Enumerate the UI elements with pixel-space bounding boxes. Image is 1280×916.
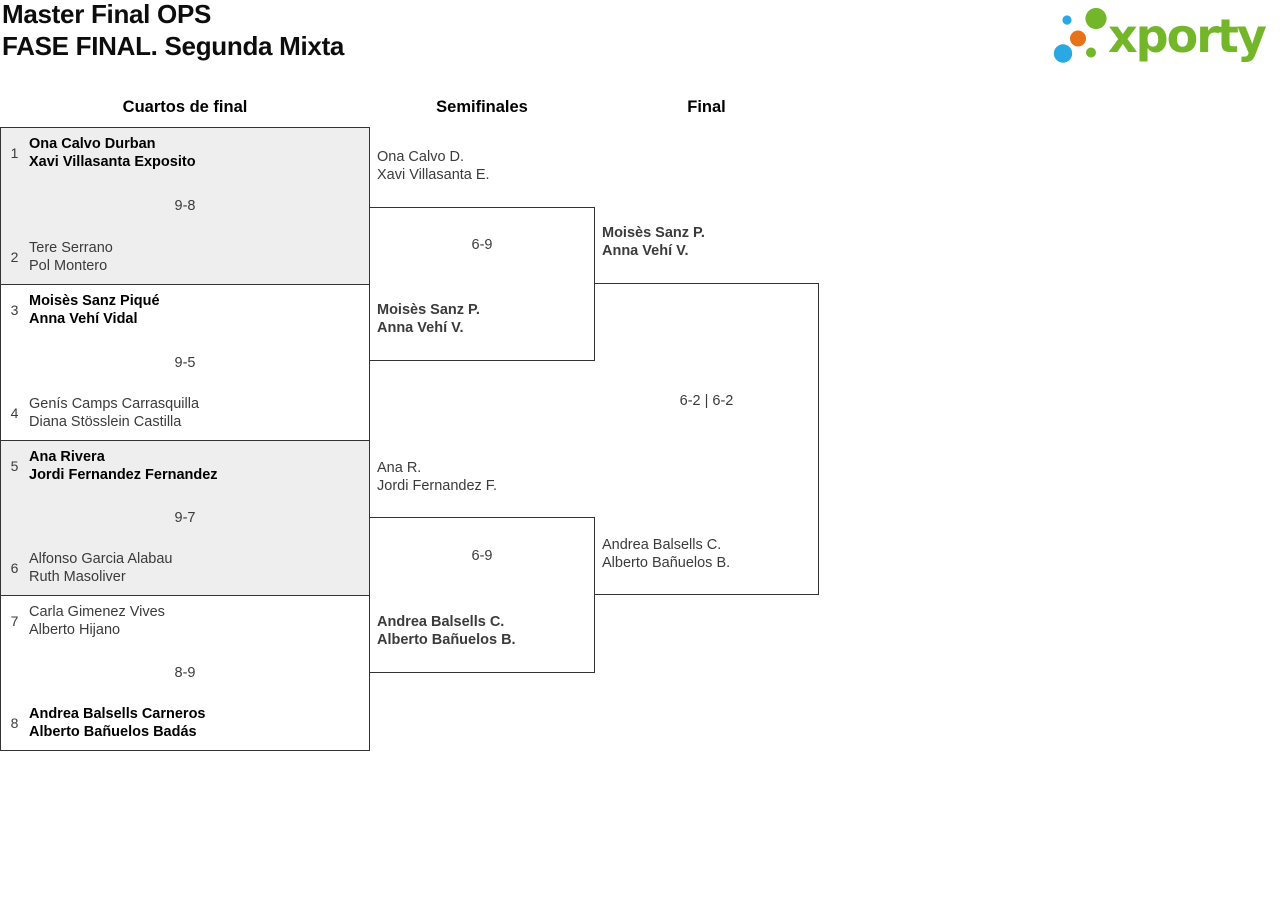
seed-number: 7 [10,613,19,629]
qf-match-1: 1 Ona Calvo Durban Xavi Villasanta Expos… [0,127,370,285]
page-title: Master Final OPS [2,0,212,29]
pair-names: Moisès Sanz Piqué Anna Vehí Vidal [29,292,363,328]
pair-names: Carla Gimenez Vives Alberto Hijano [29,603,363,639]
player-name: Alfonso Garcia Alabau [29,551,173,567]
player-name: Andrea Balsells Carneros [29,706,206,722]
logo-dot-blue-small [1062,15,1072,25]
logo-dot-orange [1070,30,1086,47]
qf-match-2: 3 Moisès Sanz Piqué Anna Vehí Vidal 9-5 … [0,284,370,441]
seed-number: 6 [10,560,19,576]
player-name: Moisès Sanz P. [377,302,480,318]
pair-names: Ana Rivera Jordi Fernandez Fernandez [29,448,363,484]
match-score: 9-7 [174,510,196,526]
pair-names: Alfonso Garcia Alabau Ruth Masoliver [29,550,363,586]
pair-names: Moisès Sanz P. Anna Vehí V. [602,224,705,260]
player-name: Xavi Villasanta Exposito [29,154,196,170]
player-name: Jordi Fernandez Fernandez [29,467,218,483]
match-score: 6-2 | 6-2 [679,393,734,409]
pair-names: Tere Serrano Pol Montero [29,239,363,275]
player-name: Anna Vehí Vidal [29,311,138,327]
pair-names: Andrea Balsells Carneros Alberto Bañuelo… [29,705,363,741]
pair-names: Andrea Balsells C. Alberto Bañuelos B. [377,613,516,649]
match-score: 6-9 [471,237,493,253]
seed-number: 1 [10,145,19,161]
player-name: Ana Rivera [29,449,105,465]
player-name: Moisès Sanz P. [602,225,705,241]
logo-wordmark: xporty [1108,9,1267,63]
pair-names: Ona Calvo Durban Xavi Villasanta Exposit… [29,135,363,171]
logo-dot-green-large [1085,7,1107,30]
final-connector-right-line [818,283,819,595]
player-name: Genís Camps Carrasquilla [29,396,200,412]
match-score: 9-5 [174,354,196,371]
player-name: Ona Calvo Durban [29,136,156,152]
match-score: 6-9 [471,548,493,564]
player-name: Ona Calvo D. [377,149,465,165]
player-name: Andrea Balsells C. [602,537,722,553]
seed-number: 2 [10,249,19,265]
xporty-logo: xporty [1053,7,1269,63]
player-name: Pol Montero [29,258,108,274]
final-connector-top-line [594,283,819,284]
player-name: Diana Stösslein Castilla [29,414,182,430]
player-name: Ana R. [377,460,422,476]
player-name: Anna Vehí V. [377,320,464,336]
player-name: Ruth Masoliver [29,569,126,585]
player-name: Xavi Villasanta E. [377,167,490,183]
sf-match-2-box [369,517,595,673]
player-name: Jordi Fernandez F. [377,478,498,494]
player-name: Alberto Bañuelos B. [377,632,516,648]
page-subtitle: FASE FINAL. Segunda Mixta [2,31,345,61]
logo-dot-blue-large [1053,44,1073,63]
player-name: Alberto Bañuelos Badás [29,724,197,740]
match-score: 8-9 [174,665,196,681]
seed-number: 4 [10,405,19,421]
player-name: Alberto Hijano [29,622,121,638]
seed-number: 5 [10,458,19,474]
player-name: Alberto Bañuelos B. [602,555,731,571]
pair-names: Ona Calvo D. Xavi Villasanta E. [377,148,490,184]
pair-names: Ana R. Jordi Fernandez F. [377,459,497,495]
qf-match-4: 7 Carla Gimenez Vives Alberto Hijano 8-9… [0,595,370,751]
seed-number: 8 [10,715,19,731]
player-name: Moisès Sanz Piqué [29,293,160,309]
final-connector-bottom-line [594,594,819,595]
match-score: 9-8 [174,198,196,214]
logo-dot-green-small [1086,47,1096,58]
pair-names: Andrea Balsells C. Alberto Bañuelos B. [602,536,730,572]
player-name: Anna Vehí V. [602,243,689,259]
player-name: Andrea Balsells C. [377,614,505,630]
page-title-block: Master Final OPS FASE FINAL. Segunda Mix… [2,0,344,62]
round-header-semifinals: Semifinales [436,98,528,116]
qf-match-3: 5 Ana Rivera Jordi Fernandez Fernandez 9… [0,440,370,596]
pair-names: Genís Camps Carrasquilla Diana Stösslein… [29,395,363,431]
sf-match-1-box [369,207,595,361]
player-name: Carla Gimenez Vives [29,604,165,620]
round-header-quarterfinals: Cuartos de final [122,98,248,116]
round-header-final: Final [687,98,726,116]
player-name: Tere Serrano [29,240,113,256]
pair-names: Moisès Sanz P. Anna Vehí V. [377,301,480,337]
seed-number: 3 [10,302,19,318]
